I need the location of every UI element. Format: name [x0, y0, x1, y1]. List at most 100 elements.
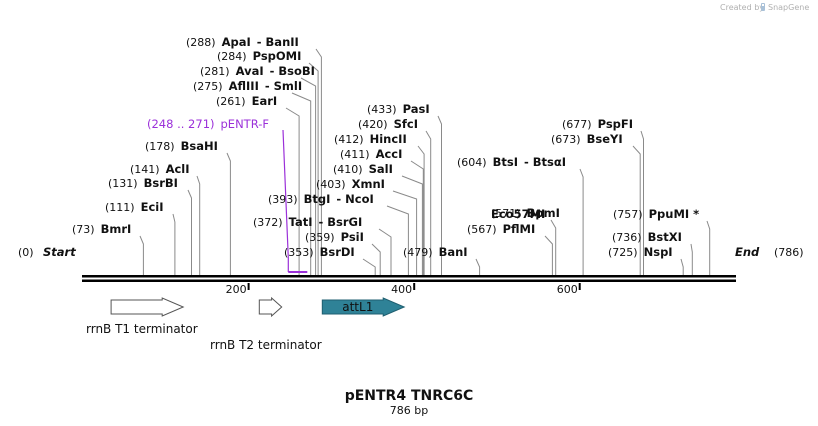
feature-attl1[interactable]: attL1	[321, 297, 406, 317]
site-label-btgi[interactable]: (393)BtgI- NcoI	[268, 192, 374, 206]
tick-mark	[578, 283, 581, 290]
tick-label: 600	[557, 283, 578, 296]
site-label-acli[interactable]: (141)AclI	[130, 162, 190, 176]
feature-label: rrnB T1 terminator	[86, 322, 198, 336]
feature-arrow	[110, 297, 185, 317]
site-label-btsi[interactable]: (604)BtsI- BtsαI	[457, 155, 566, 169]
site-line-pspfi	[640, 130, 644, 275]
site-label-bseyi[interactable]: (673)BseYI	[551, 132, 623, 146]
map-length: 786 bp	[390, 404, 428, 417]
site-line-bmri	[139, 235, 144, 275]
tick-mark	[413, 283, 416, 290]
backbone-top-strand	[82, 275, 736, 278]
site-line-eari	[285, 107, 300, 275]
snapgene-credit: Created by SnapGene	[720, 3, 809, 12]
site-position: (411)	[340, 148, 370, 161]
site-name: PspFI	[598, 117, 633, 131]
site-label-acci[interactable]: (411)AccI	[340, 147, 402, 161]
site-label-ecii[interactable]: (111)EciI	[105, 200, 164, 214]
site-name: BstXI	[648, 230, 682, 244]
site-position: (261)	[216, 95, 246, 108]
site-label-eari[interactable]: (261) EarI	[216, 94, 277, 108]
feature-arrow	[321, 297, 406, 317]
site-line-sali	[401, 175, 423, 275]
site-label-bpmi[interactable]: (571) BpmI	[491, 206, 560, 220]
site-label-eco57mi[interactable]: Eco57MI	[491, 207, 545, 221]
site-line-pspomi	[308, 62, 319, 275]
site-name: PspOMI	[253, 49, 302, 63]
site-label-pspomi[interactable]: (284)PspOMI	[217, 49, 301, 63]
feature-rrnb-t2-terminator[interactable]: rrnB T2 terminator	[210, 296, 322, 352]
site-label-bstxi[interactable]: (736)BstXI	[612, 230, 682, 244]
site-label-bmri[interactable]: (73) BmrI	[72, 222, 131, 236]
site-name: BsaHI	[181, 139, 218, 153]
site-name: BtgI	[304, 192, 331, 206]
site-label-bani[interactable]: (479)BanI	[403, 245, 468, 259]
site-line-bseyi	[632, 145, 641, 275]
site-name: AclI	[166, 162, 190, 176]
site-position: (571)	[491, 207, 521, 220]
tick-label: 400	[391, 283, 412, 296]
site-label-pasi[interactable]: (433)PasI	[367, 102, 430, 116]
site-label-pflmi[interactable]: (567)PflMI	[467, 222, 535, 236]
site-line-bstxi	[690, 243, 693, 275]
site-label-sali[interactable]: (410)SalI	[333, 162, 393, 176]
site-position: (725)	[608, 246, 638, 259]
site-alt-name: - BtsαI	[524, 155, 566, 169]
site-name: BtsI	[493, 155, 518, 169]
snapgene-logo-icon	[761, 3, 765, 11]
primer-bar	[288, 271, 308, 273]
site-position: (757)	[613, 208, 643, 221]
site-name: SfcI	[394, 117, 418, 131]
features: rrnB T1 terminator rrnB T2 terminatorattL…	[86, 296, 406, 352]
site-line-sfci	[425, 130, 432, 275]
site-label-sfci[interactable]: (420) SfcI	[358, 117, 418, 131]
site-label-ppumi[interactable]: (757) PpuMI *	[613, 207, 699, 221]
site-name: HincII	[370, 132, 407, 146]
site-label-bsrbi[interactable]: (131)BsrBI	[108, 176, 178, 190]
site-label-hincii[interactable]: (412)HincII	[334, 132, 407, 146]
site-label-apai[interactable]: (288)ApaI- BanII	[186, 35, 299, 49]
site-name: BpmI	[527, 206, 560, 220]
end-position: (786)	[774, 246, 804, 259]
site-position: (281)	[200, 65, 230, 78]
site-alt-name: - SmlI	[265, 79, 302, 93]
site-label-psii[interactable]: (359)PsiI	[305, 230, 364, 244]
site-name: EarI	[252, 94, 278, 108]
site-position: (420)	[358, 118, 388, 131]
site-label-pspfi[interactable]: (677) PspFI	[562, 117, 633, 131]
map-title: pENTR4 TNRC6C	[345, 388, 474, 404]
site-name: PpuMI *	[649, 207, 700, 221]
primer-pENTR-F[interactable]: (248 .. 271)pENTR-F	[147, 117, 308, 273]
site-line-bsahi	[226, 152, 231, 275]
site-position: (73)	[72, 223, 95, 236]
site-line-tati	[378, 228, 392, 275]
site-name: BanI	[439, 245, 468, 259]
site-name: BsrBI	[144, 176, 178, 190]
site-label-tati[interactable]: (372)TatI- BsrGI	[253, 215, 362, 229]
site-name: BmrI	[101, 222, 132, 236]
site-label-bsrdi[interactable]: (353)BsrDI	[284, 245, 355, 259]
site-name: NspI	[644, 245, 673, 259]
site-line-nspi	[680, 258, 684, 275]
site-position: (677)	[562, 118, 592, 131]
site-position: (673)	[551, 133, 581, 146]
site-line-acli	[196, 175, 201, 275]
site-label-nspi[interactable]: (725) NspI	[608, 245, 673, 259]
credit-brand: SnapGene	[768, 3, 809, 12]
site-name: AflIII	[229, 79, 259, 93]
feature-rrnb-t1-terminator[interactable]: rrnB T1 terminator	[86, 297, 198, 336]
site-line-bsrdi	[362, 258, 376, 275]
site-label-afliii[interactable]: (275)AflIII- SmlI	[193, 79, 302, 93]
credit-prefix: Created by	[720, 3, 764, 12]
site-position: (410)	[333, 163, 363, 176]
site-position: (353)	[284, 246, 314, 259]
tick-mark	[247, 283, 250, 290]
site-line-bpmi	[550, 219, 557, 275]
site-label-avai[interactable]: (281)AvaI- BsoBI	[200, 64, 315, 78]
site-label-xmni[interactable]: (403)XmnI	[316, 177, 385, 191]
site-label-bsahi[interactable]: (178) BsaHI	[145, 139, 218, 153]
site-labels: (73) BmrI (111)EciI (131)BsrBI(141)AclI (178…	[72, 35, 699, 259]
site-position: (178)	[145, 140, 175, 153]
